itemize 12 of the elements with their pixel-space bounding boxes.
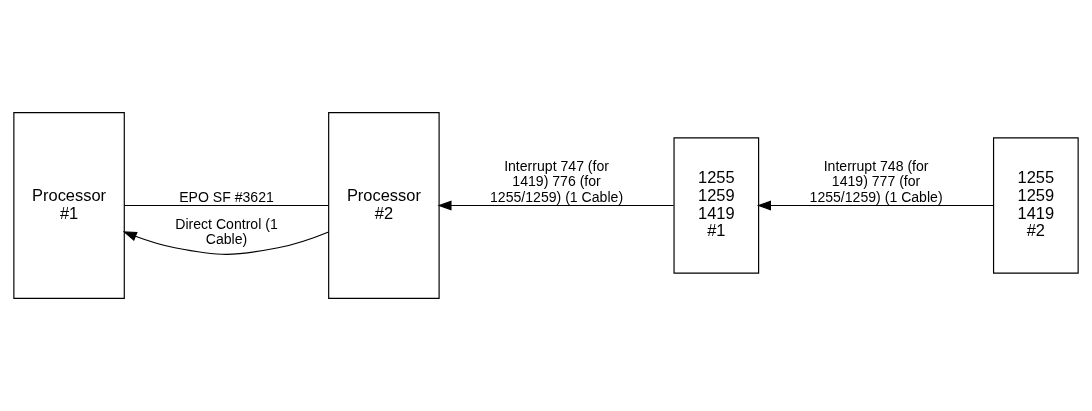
edge-label: Direct Control (1 Cable) <box>175 215 278 247</box>
arrow <box>437 200 675 211</box>
arrow <box>756 200 994 211</box>
edge-label: Interrupt 747 (for 1419) 776 (for 1255/1259) (1 Cable) <box>490 157 624 205</box>
edge-label: EPO SF #3621 <box>179 188 274 205</box>
edge-label: Interrupt 748 (for 1419) 777 (for 1255/1259) (1 Cable) <box>809 157 943 205</box>
node-box: Processor #2 <box>328 112 440 299</box>
node-box: Processor #1 <box>13 112 125 299</box>
node-box: 1255 1259 1419 #1 <box>673 137 760 274</box>
arrow <box>122 231 330 255</box>
connector <box>123 204 329 207</box>
node-box: 1255 1259 1419 #2 <box>992 137 1079 274</box>
